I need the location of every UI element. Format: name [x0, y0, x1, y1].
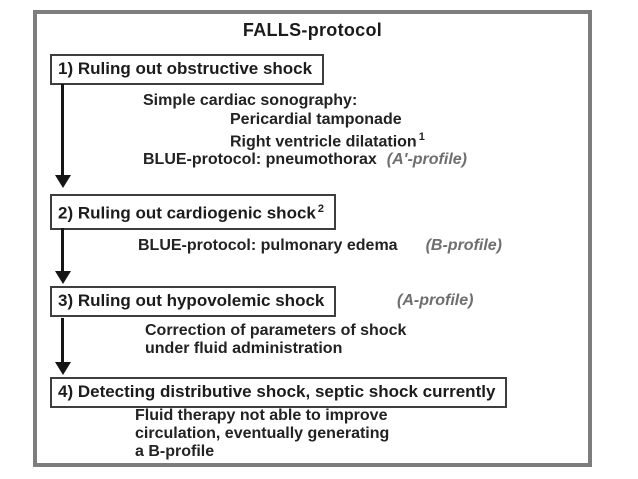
- arrow-head: [55, 175, 71, 188]
- step4-note-circulation: circulation, eventually generating: [135, 425, 390, 442]
- step2-profile-label: (B-profile): [425, 237, 503, 254]
- page-title: FALLS-protocol: [242, 20, 383, 40]
- step2-box-label: 2) Ruling out cardiogenic shock: [58, 203, 316, 223]
- footnote-marker-1: 1: [418, 131, 425, 143]
- arrow-shaft: [61, 84, 64, 176]
- arrow-shaft: [61, 228, 64, 272]
- step1-box: 1) Ruling out obstructive shock: [50, 54, 325, 85]
- step3-note-fluid-administration: under fluid administration: [145, 340, 343, 357]
- arrow-shaft: [61, 318, 64, 363]
- footnote-marker-2: 2: [317, 203, 324, 215]
- step1-note-blue-protocol: BLUE-protocol: pneumothorax (A'-profile): [143, 151, 467, 168]
- step1-note-pneumothorax: BLUE-protocol: pneumothorax: [143, 151, 377, 168]
- step1-box-label: 1) Ruling out obstructive shock: [58, 59, 313, 78]
- step1-profile-label: (A'-profile): [386, 151, 467, 168]
- step2-note-blue-protocol: BLUE-protocol: pulmonary edema (B-profile…: [138, 237, 502, 254]
- step2-note-pulmonary-edema: BLUE-protocol: pulmonary edema: [138, 237, 398, 254]
- step1-note-dilatation-text: Right ventricle dilatation: [230, 133, 417, 151]
- step4-box-label: 4) Detecting distributive shock, septic …: [58, 382, 496, 401]
- step3-note-correction: Correction of parameters of shock: [145, 322, 407, 339]
- step4-box: 4) Detecting distributive shock, septic …: [50, 377, 508, 408]
- arrow-head: [55, 271, 71, 284]
- down-arrow-icon: [55, 84, 71, 188]
- step1-note-sonography: Simple cardiac sonography:: [143, 92, 358, 109]
- down-arrow-icon: [55, 228, 71, 284]
- down-arrow-icon: [55, 318, 71, 375]
- step3-profile-label: (A-profile): [397, 292, 474, 309]
- arrow-head: [55, 362, 71, 375]
- step3-box: 3) Ruling out hypovolemic shock: [50, 286, 337, 317]
- step4-note-b-profile: a B-profile: [135, 443, 215, 460]
- step3-box-label: 3) Ruling out hypovolemic shock: [58, 291, 325, 310]
- step1-note-tamponade: Pericardial tamponade: [230, 111, 402, 128]
- step4-note-fluid-therapy: Fluid therapy not able to improve: [135, 407, 388, 424]
